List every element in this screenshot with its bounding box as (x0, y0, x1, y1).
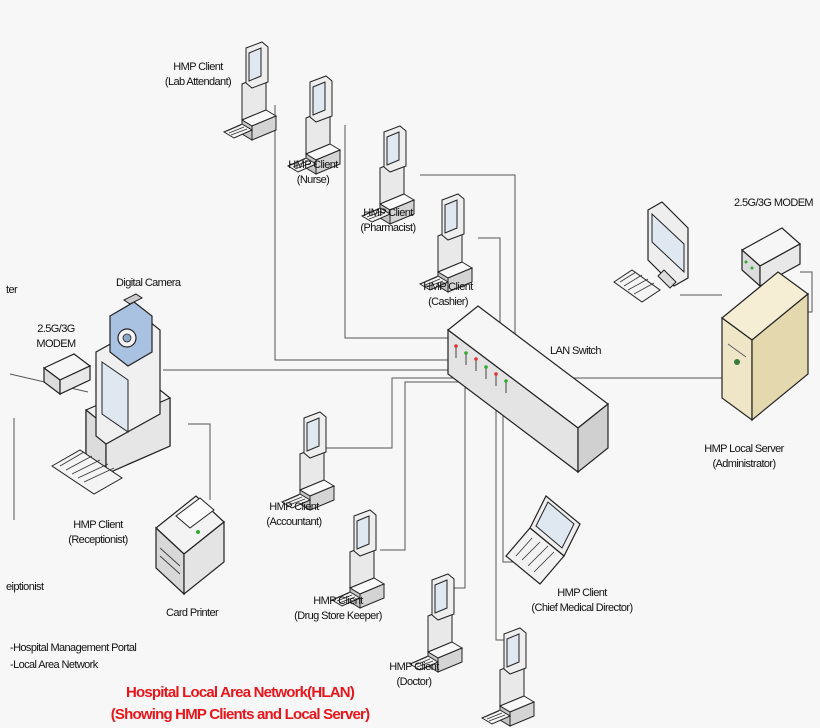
label-modem-right: 2.5G/3G MODEM (734, 197, 814, 209)
label-receptionist: HMP Client (Receptionist) (54, 518, 142, 548)
label-cashier: HMP Client (Cashier) (412, 280, 484, 310)
modem-right (740, 227, 802, 288)
label-line: (Drug Store Keeper) (294, 610, 382, 622)
laptop-chief-medical-director (505, 495, 581, 585)
label-line: HMP Client (288, 159, 338, 171)
label-line: HMP Client (557, 587, 607, 599)
label-card-printer: Card Printer (166, 607, 219, 619)
card-printer (155, 495, 225, 596)
label-line: HMP Client (73, 519, 123, 531)
client-extra (481, 627, 535, 727)
local-server (721, 271, 809, 422)
label-line: (Accountant) (266, 516, 322, 528)
legend-hmp: -Hospital Management Portal (10, 642, 137, 654)
label-edge-left-mid: eiptionist (6, 581, 44, 593)
label-line: (Pharmacist) (360, 222, 416, 234)
label-line: (Lab Attendant) (164, 76, 232, 88)
client-doctor (409, 573, 463, 673)
server-console (613, 201, 689, 303)
client-lab-attendant (223, 41, 277, 141)
lan-switch (447, 305, 609, 474)
label-line: HMP Client (313, 595, 363, 607)
label-nurse: HMP Client (Nurse) (276, 158, 350, 188)
label-drug-store-keeper: HMP Client (Drug Store Keeper) (286, 594, 390, 624)
legend-lan: -Local Area Network (10, 659, 98, 671)
label-digital-camera: Digital Camera (116, 277, 181, 289)
label-pharmacist: HMP Client (Pharmacist) (350, 206, 426, 236)
label-line: (Nurse) (296, 174, 330, 186)
label-modem-left: 2.5G/3G MODEM (30, 322, 82, 352)
label-lab-attendant: HMP Client (Lab Attendant) (158, 60, 238, 90)
modem-left (42, 353, 92, 396)
diagram-title: Hospital Local Area Network(HLAN) (Showi… (60, 682, 420, 726)
label-line: (Chief Medical Director) (531, 602, 633, 614)
client-cashier (419, 193, 473, 293)
title-line-1: Hospital Local Area Network(HLAN) (125, 684, 355, 701)
client-accountant (281, 411, 335, 511)
label-chief-medical-director: HMP Client (Chief Medical Director) (524, 586, 640, 616)
label-local-server: HMP Local Server (Administrator) (694, 442, 794, 472)
label-accountant: HMP Client (Accountant) (256, 500, 332, 530)
label-line: (Doctor) (396, 676, 433, 688)
label-line: (Cashier) (428, 296, 468, 308)
label-line: HMP Client (269, 501, 319, 513)
label-line: (Receptionist) (68, 534, 128, 546)
label-doctor: HMP Client (Doctor) (380, 660, 448, 690)
title-line-2: (Showing HMP Clients and Local Server) (110, 706, 370, 723)
label-line: HMP Client (389, 661, 439, 673)
label-line: HMP Client (423, 281, 473, 293)
label-line: MODEM (36, 338, 76, 350)
label-line: 2.5G/3G (37, 323, 75, 335)
receptionist-workstation (51, 293, 171, 495)
label-lan-switch: LAN Switch (550, 345, 601, 357)
label-line: (Administrator) (712, 458, 776, 470)
label-line: HMP Local Server (704, 443, 784, 455)
label-line: HMP Client (173, 61, 223, 73)
label-edge-left-top: ter (6, 284, 18, 296)
label-line: HMP Client (363, 207, 413, 219)
